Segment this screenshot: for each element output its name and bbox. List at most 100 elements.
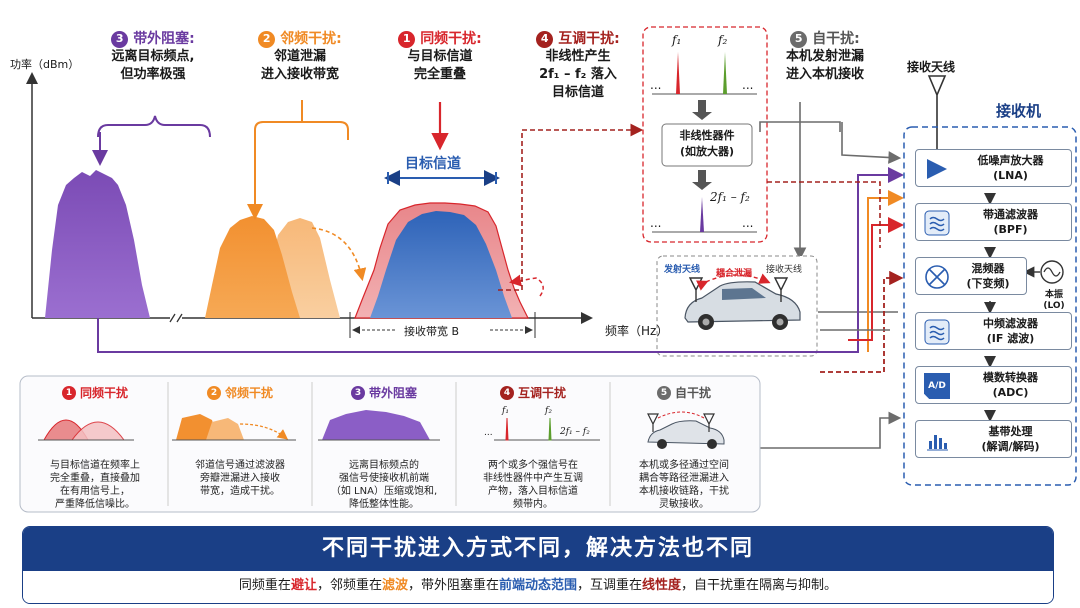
blocker-brace xyxy=(97,115,211,138)
banner-highlight: 前端动态范围 xyxy=(499,578,578,593)
banner-text: ，自干扰重在隔离与抑制。 xyxy=(681,578,838,593)
receiver-frame xyxy=(903,126,1077,486)
card1-desc-2: 完全重叠，直接叠加 xyxy=(50,473,140,484)
module-lna: 低噪声放大器(LNA) xyxy=(915,149,1072,187)
summary-banner: 不同干扰进入方式不同，解决方法也不同 同频重在避让，邻频重在滤波，带外阻塞重在前… xyxy=(22,526,1054,604)
card5-badge: 5 xyxy=(656,385,671,400)
axis-break xyxy=(169,313,183,323)
amplifier-icon xyxy=(927,159,947,179)
receiver-antenna-icon xyxy=(927,75,947,120)
adjacent-desc-1: 邻道泄漏 xyxy=(273,49,326,64)
card2-desc-2: 旁瓣泄漏进入接收 xyxy=(200,473,280,484)
y-axis-label: 功率（dBm） xyxy=(10,58,80,71)
blocking-desc-1: 远离目标频点, xyxy=(111,49,195,64)
lna-sub: (LNA) xyxy=(993,169,1028,182)
nonlinear-device-name: 非线性器件 xyxy=(679,129,735,142)
f1-label: f₁ xyxy=(672,33,682,47)
module-adc: A/D 模数转换器(ADC) xyxy=(915,366,1072,404)
baseband-sub: (解调/解码) xyxy=(981,440,1040,453)
card3-desc-2: 强信号使接收机前端 xyxy=(339,473,429,484)
self-number-badge: 5 xyxy=(790,30,808,48)
card1-desc-3: 在有用信号上， xyxy=(60,486,130,497)
if-filter-name: 中频滤波器 xyxy=(983,317,1038,330)
module-baseband: 基带处理(解调/解码) xyxy=(915,420,1072,458)
module-if-filter: 中频滤波器 (IF 滤波) xyxy=(915,312,1072,350)
banner-text: ，带外阻塞重在 xyxy=(407,578,499,593)
rx-antenna-icon xyxy=(773,277,789,302)
card4-desc-3: 产物，落入目标信道 xyxy=(488,486,578,497)
card3-desc-3: （如 LNA）压缩或饱和, xyxy=(330,486,438,497)
cochannel-title: 同频干扰: xyxy=(420,31,482,47)
card4-title: 互调干扰 xyxy=(517,386,566,400)
adjacent-title: 邻频干扰: xyxy=(280,31,342,47)
card4-desc-2: 非线性器件中产生互调 xyxy=(483,473,583,484)
nonlinear-device-box xyxy=(661,123,753,167)
card1-title: 同频干扰 xyxy=(79,386,128,400)
intermod-product-label: 2f₁ – f₂ xyxy=(710,190,750,204)
intermod-number-badge: 4 xyxy=(536,30,554,48)
card1-desc-1: 与目标信道在频率上 xyxy=(50,460,140,471)
receiver-antenna-label: 接收天线 xyxy=(907,60,956,74)
intermod-dots-left-2: ... xyxy=(650,216,662,230)
banner-text: 同频重在 xyxy=(238,578,291,593)
filter-icon xyxy=(924,210,950,236)
lo-name: 本振 xyxy=(1044,290,1063,300)
card3-badge: 3 xyxy=(350,385,365,400)
cochannel-number-badge: 1 xyxy=(398,30,416,48)
card5-desc-3: 本机接收链路，干扰 xyxy=(639,486,729,497)
banner-highlight: 避让 xyxy=(290,578,317,593)
adjacent-spectrum-1 xyxy=(205,216,300,318)
intermod-title: 互调干扰: xyxy=(558,31,620,47)
target-channel-label: 目标信道 xyxy=(405,156,461,172)
lo-sub: (LO) xyxy=(1043,301,1065,311)
module-mixer: 混频器 (下变频) xyxy=(915,257,1027,295)
receiver-title: 接收机 xyxy=(996,102,1042,120)
intermod-dots-right: ... xyxy=(742,78,754,92)
card2-desc-1: 邻道信号通过滤波器 xyxy=(195,460,285,471)
intermod-dots-left: ... xyxy=(650,78,662,92)
intermod-link xyxy=(498,123,644,291)
baseband-icon xyxy=(927,435,948,451)
adc-sub: (ADC) xyxy=(992,386,1029,399)
if-filter-sub: (IF 滤波) xyxy=(986,332,1035,345)
intermod-dots-right-2: ... xyxy=(742,216,754,230)
card4-badge: 4 xyxy=(499,385,514,400)
card1-desc-4: 严重降低信噪比。 xyxy=(55,499,135,510)
intermod-product-arrow xyxy=(509,274,544,297)
card2-desc-3: 带宽，造成干扰。 xyxy=(200,486,280,497)
card4-desc-4: 频带内。 xyxy=(513,499,553,510)
cochannel-path xyxy=(848,217,904,341)
card1-badge: 1 xyxy=(61,385,76,400)
banner-highlight: 滤波 xyxy=(381,578,408,593)
mixer-icon xyxy=(925,265,949,289)
bpf-sub: (BPF) xyxy=(993,223,1028,236)
banner-subtitle: 同频重在避让，邻频重在滤波，带外阻塞重在前端动态范围，互调重在线性度，自干扰重在… xyxy=(23,571,1053,603)
blocker-path xyxy=(97,167,904,353)
mixer-name: 混频器 xyxy=(971,262,1005,275)
card5-desc-2: 耦合等路径泄漏进入 xyxy=(639,473,729,484)
rx-antenna-label: 接收天线 xyxy=(766,265,803,275)
intermod-desc-2: 2f₁ – f₂ 落入 xyxy=(539,67,617,82)
x-axis-label: 频率（Hz） xyxy=(605,324,669,338)
intermod-desc-1: 非线性产生 xyxy=(545,49,611,64)
nonlinear-device-sub: (如放大器) xyxy=(679,145,735,158)
banner-text: ，互调重在 xyxy=(577,578,643,593)
card2-title: 邻频干扰 xyxy=(224,386,273,400)
filter-icon xyxy=(924,319,950,345)
summary-link xyxy=(760,411,902,449)
intermod-desc-3: 目标信道 xyxy=(551,85,604,100)
card3-desc-4: 降低整体性能。 xyxy=(349,499,419,510)
self-desc-1: 本机发射泄漏 xyxy=(785,49,864,64)
mixer-sub: (下变频) xyxy=(966,277,1010,290)
card2-badge: 2 xyxy=(206,385,221,400)
self-interference-link xyxy=(759,102,841,132)
card2-adjacent-icon xyxy=(176,414,218,440)
